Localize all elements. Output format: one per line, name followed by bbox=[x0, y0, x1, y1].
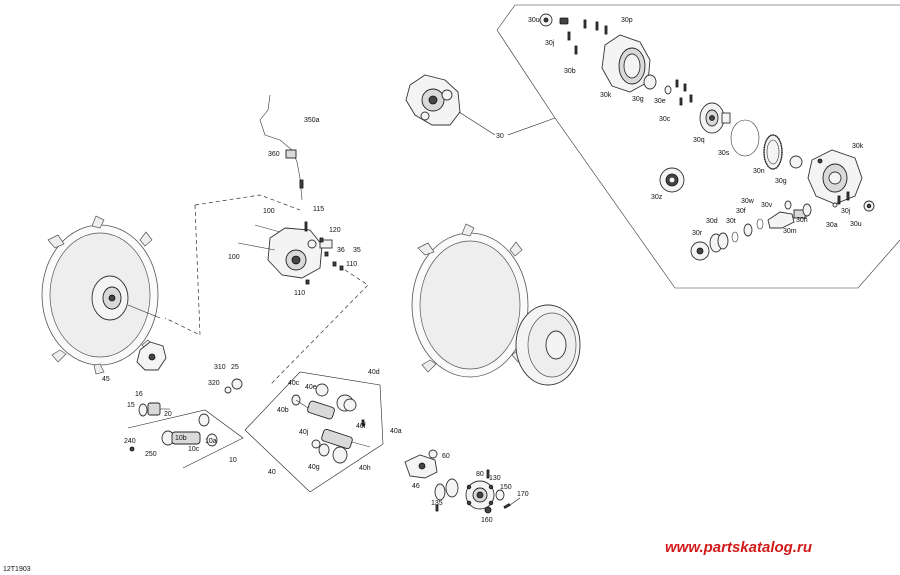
diff-bolts-top bbox=[559, 17, 608, 55]
right-tire[interactable] bbox=[411, 223, 529, 378]
breather-hose[interactable] bbox=[259, 94, 304, 201]
callout: 30c bbox=[659, 116, 671, 123]
callout: 30z bbox=[651, 194, 663, 201]
callout: 100 bbox=[263, 208, 275, 215]
left-tire[interactable] bbox=[41, 215, 161, 375]
callout: 30j bbox=[841, 208, 851, 215]
callout: 135 bbox=[431, 500, 443, 507]
callout: 160 bbox=[481, 517, 493, 524]
callout: 360 bbox=[268, 151, 280, 158]
hub-knuckle[interactable] bbox=[136, 341, 167, 371]
callout: 30s bbox=[718, 150, 730, 157]
gearbox[interactable] bbox=[267, 227, 333, 279]
callout: 10c bbox=[188, 446, 200, 453]
callout: 30v bbox=[761, 202, 773, 209]
callout: 30m bbox=[783, 228, 797, 235]
callout: 30k bbox=[600, 92, 612, 99]
callout: 30f bbox=[736, 208, 746, 215]
callout: 110 bbox=[346, 261, 357, 268]
callout: 30e bbox=[654, 98, 666, 105]
callout: 30g bbox=[775, 178, 787, 185]
callout: 30b bbox=[564, 68, 576, 75]
callout: 110 bbox=[294, 290, 305, 297]
callout: 130 bbox=[489, 475, 501, 482]
callout: 320 bbox=[208, 380, 220, 387]
callout: 40c bbox=[288, 380, 300, 387]
watermark: www.partskatalog.ru bbox=[665, 539, 812, 556]
callout: 20 bbox=[164, 411, 172, 418]
wheel-hub[interactable] bbox=[465, 469, 495, 510]
callout: 40 bbox=[268, 469, 276, 476]
diff-carrier[interactable] bbox=[699, 102, 731, 134]
differential-box-outline bbox=[496, 4, 900, 289]
callout: 30h bbox=[796, 217, 808, 224]
callout: 30u bbox=[850, 221, 862, 228]
callout: 40e bbox=[305, 384, 317, 391]
gearbox-bolts bbox=[237, 221, 344, 285]
callout: 16 bbox=[135, 391, 143, 398]
callout: 30q bbox=[693, 137, 705, 144]
callout: 25 bbox=[231, 364, 239, 371]
callout-labels: 350a 360 100 115 120 100 36 35 110 110 4… bbox=[102, 17, 864, 524]
callout: 30j bbox=[545, 40, 555, 47]
brake-parts[interactable] bbox=[428, 449, 459, 512]
reference-code: 12T1903 bbox=[3, 566, 31, 573]
callout: 45 bbox=[102, 376, 110, 383]
callout: 310 bbox=[214, 364, 226, 371]
callout: 40h bbox=[359, 465, 371, 472]
short-shaft[interactable] bbox=[138, 402, 170, 417]
callout: 10b bbox=[175, 435, 187, 442]
callout: 150 bbox=[500, 484, 512, 491]
callout: 30u bbox=[528, 17, 540, 24]
callout: 30g bbox=[632, 96, 644, 103]
pinion-stack[interactable] bbox=[709, 200, 812, 253]
callout: 40g bbox=[308, 464, 320, 471]
diff-small-bolts bbox=[675, 79, 693, 106]
callout: 36 bbox=[337, 247, 345, 254]
dashed-guides bbox=[164, 194, 369, 386]
callout: 46 bbox=[412, 483, 420, 490]
callout: 80 bbox=[476, 471, 484, 478]
callout: 250 bbox=[145, 451, 157, 458]
callout: 60 bbox=[442, 453, 450, 460]
callout: 30t bbox=[726, 218, 736, 225]
callout: 100 bbox=[228, 254, 240, 261]
diff-o-ring bbox=[730, 119, 760, 157]
callout: 30k bbox=[852, 143, 864, 150]
callout: 40f bbox=[356, 423, 366, 430]
callout: 10 bbox=[229, 457, 237, 464]
driveshaft-10[interactable] bbox=[129, 413, 218, 452]
callout: 350a bbox=[304, 117, 320, 124]
callout: 10a bbox=[205, 438, 217, 445]
callout: 30n bbox=[753, 168, 765, 175]
bearing-parts bbox=[224, 378, 243, 394]
diff-housing-left[interactable] bbox=[601, 34, 651, 93]
steering-knuckle[interactable] bbox=[404, 454, 438, 479]
callout: 40b bbox=[277, 407, 289, 414]
callout: 115 bbox=[313, 206, 324, 213]
callout: 30 bbox=[496, 133, 504, 140]
callout: 40j bbox=[299, 429, 309, 436]
callout: 240 bbox=[124, 438, 136, 445]
callout: 30a bbox=[826, 222, 838, 229]
callout: 40a bbox=[390, 428, 402, 435]
callout: 30w bbox=[741, 198, 755, 205]
diff-housing-right[interactable] bbox=[807, 149, 863, 205]
callout: 30d bbox=[706, 218, 718, 225]
callout: 30r bbox=[692, 230, 703, 237]
diff-coupler[interactable] bbox=[659, 167, 685, 193]
ring-gear[interactable] bbox=[763, 134, 783, 170]
callout: 35 bbox=[353, 247, 361, 254]
callout: 40d bbox=[368, 369, 380, 376]
right-wheel-rim[interactable] bbox=[515, 304, 581, 386]
callout: 170 bbox=[517, 491, 529, 498]
callout: 30p bbox=[621, 17, 633, 24]
callout: 120 bbox=[329, 227, 341, 234]
driveshaft-40[interactable] bbox=[291, 383, 371, 464]
callout: 15 bbox=[127, 402, 135, 409]
differential-assembly[interactable] bbox=[405, 74, 461, 126]
